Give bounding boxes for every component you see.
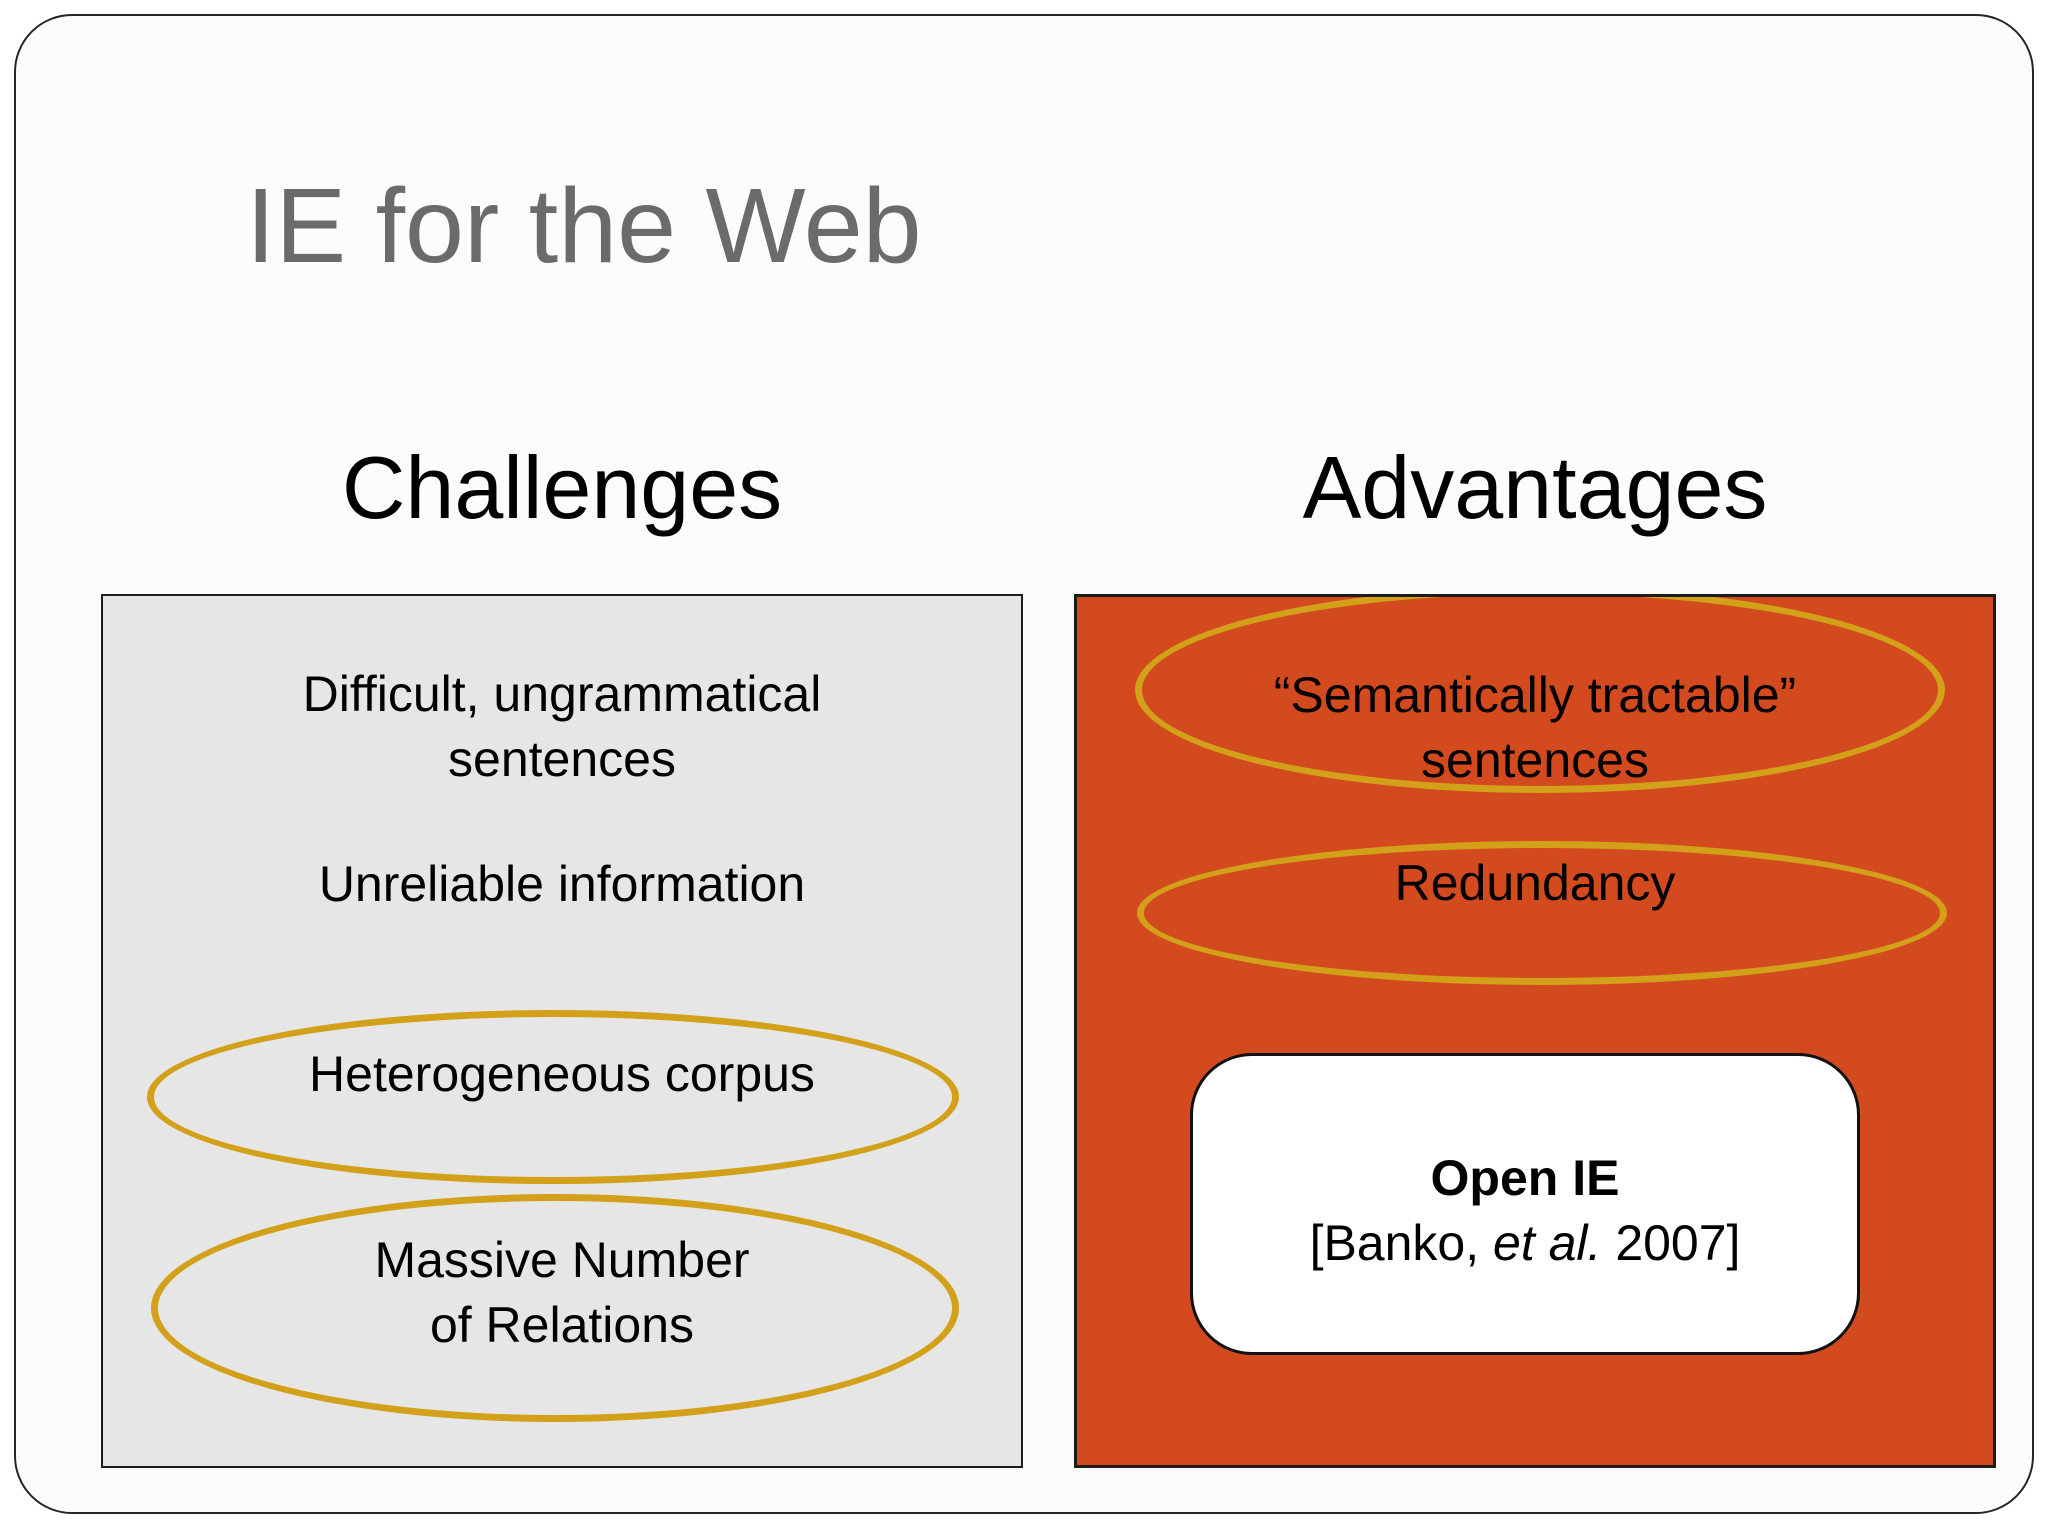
advantages-box: “Semantically tractable” sentences Redun… xyxy=(1074,594,1996,1468)
open-ie-citation: [Banko, et al. 2007] xyxy=(1310,1211,1741,1276)
semantically-tractable-label: “Semantically tractable” sentences xyxy=(1077,663,1993,793)
open-ie-citation-suffix: 2007] xyxy=(1601,1215,1741,1271)
heterogeneous-corpus-ellipse xyxy=(147,1010,959,1184)
massive-relations-label-line2: of Relations xyxy=(429,1297,695,1353)
massive-relations-label: Massive Number of Relations xyxy=(103,1228,1021,1358)
redundancy-ellipse xyxy=(1137,841,1947,985)
open-ie-citation-prefix: [Banko, xyxy=(1309,1215,1494,1271)
semantically-tractable-label-line2: sentences xyxy=(1421,732,1649,788)
slide-frame: IE for the Web Challenges Advantages Dif… xyxy=(14,14,2034,1514)
challenge-unreliable-information: Unreliable information xyxy=(318,856,806,912)
slide-title: IE for the Web xyxy=(246,167,922,285)
challenges-heading: Challenges xyxy=(341,438,783,537)
massive-relations-ellipse xyxy=(151,1194,959,1422)
open-ie-title: Open IE xyxy=(1430,1150,1620,1206)
semantically-tractable-ellipse xyxy=(1135,597,1945,793)
challenges-box: Difficult, ungrammatical sentences Unrel… xyxy=(101,594,1023,1468)
challenge-difficult-sentences-line2: sentences xyxy=(448,731,676,787)
semantically-tractable-label-line1: “Semantically tractable” xyxy=(1273,667,1797,723)
redundancy-label: Redundancy xyxy=(1394,855,1676,911)
advantages-heading: Advantages xyxy=(1302,438,1768,537)
open-ie-citation-etal: et al. xyxy=(1493,1215,1602,1271)
massive-relations-label-line1: Massive Number xyxy=(374,1232,750,1288)
challenge-difficult-sentences-line1: Difficult, ungrammatical xyxy=(302,666,822,722)
challenge-difficult-sentences: Difficult, ungrammatical sentences xyxy=(103,662,1021,792)
open-ie-callout: Open IE [Banko, et al. 2007] xyxy=(1190,1053,1860,1355)
heterogeneous-corpus-label: Heterogeneous corpus xyxy=(309,1046,815,1102)
